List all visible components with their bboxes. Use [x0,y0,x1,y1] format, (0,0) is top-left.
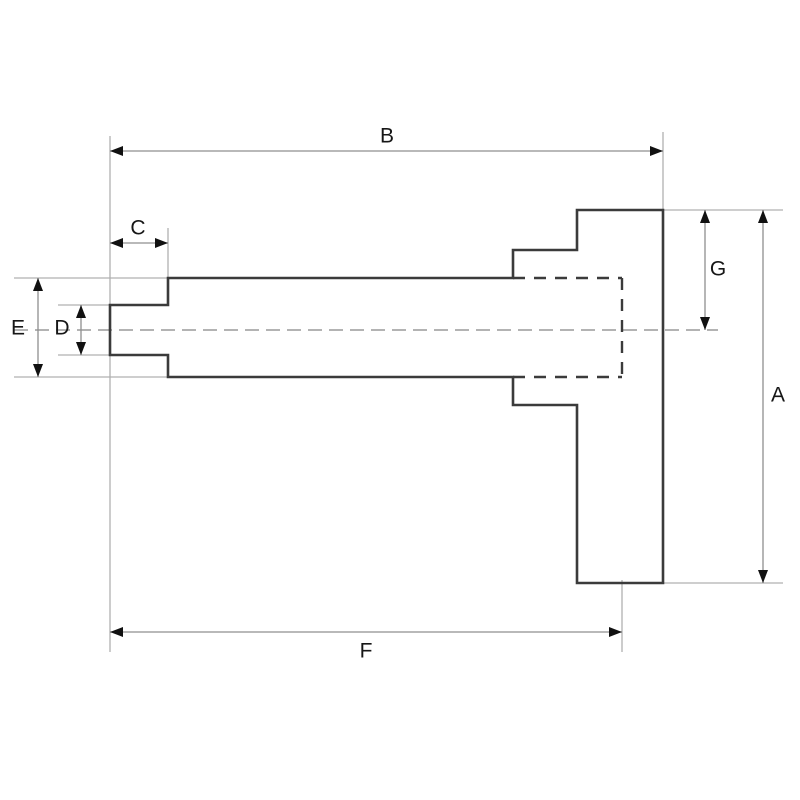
part-geometry-group [108,208,665,585]
dimension-labels-group: A B C D E F G [11,125,785,663]
arrow-C-end [155,238,168,248]
arrow-F-end [609,627,622,637]
dimension-label-A: A [771,384,785,407]
hidden-lines-group [513,276,624,379]
arrow-G-start [700,210,710,223]
arrow-E-end [33,364,43,377]
part-outline [108,208,665,585]
arrow-G-end [700,317,710,330]
arrow-D-start [76,305,86,318]
dimension-label-E: E [11,317,25,340]
arrow-D-end [76,342,86,355]
dimension-label-B: B [380,125,394,148]
arrow-B-start [110,146,123,156]
arrow-B-end [650,146,663,156]
arrow-C-start [110,238,123,248]
arrow-E-start [33,278,43,291]
arrow-A-end [758,570,768,583]
extension-lines-group [14,132,783,652]
dimension-label-F: F [360,640,373,663]
dimension-label-G: G [710,258,726,281]
dimension-label-C: C [130,217,145,240]
arrow-F-start [110,627,123,637]
dimension-lines-group [33,146,768,637]
arrow-A-start [758,210,768,223]
dimension-label-D: D [54,317,69,340]
